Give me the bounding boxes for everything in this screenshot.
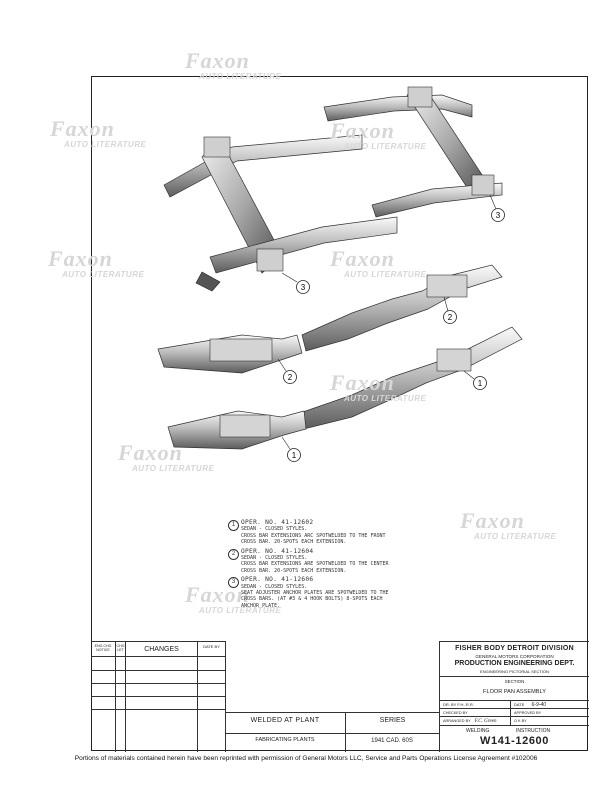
svg-text:1: 1 — [292, 451, 297, 460]
ok-by-cell: O K BY — [510, 716, 589, 725]
callout-3-left: 3 — [281, 272, 310, 294]
table-row — [91, 656, 225, 657]
operation-note: 3 OPER. NO. 41-12606 SEDAN - CLOSED STYL… — [228, 576, 458, 609]
series-label: SERIES — [345, 713, 439, 752]
callout-1-upper: 1 — [463, 370, 487, 390]
section-label: SECTION — [440, 676, 589, 684]
welded-at-plant-label: WELDED AT PLANT — [250, 717, 320, 724]
department-name: PRODUCTION ENGINEERING DEPT. — [454, 660, 575, 667]
svg-text:1: 1 — [478, 379, 483, 388]
drawing-sheet: 3 3 2 2 1 1 — [91, 76, 588, 751]
drawing-number: W141-12600 — [480, 735, 549, 747]
callout-2-upper: 2 — [443, 296, 457, 324]
assembly-name: FLOOR PAN ASSEMBLY — [483, 689, 546, 695]
table-row — [91, 670, 225, 671]
arranged-by-signature: F.C. Green — [474, 719, 497, 724]
checked-by-cell: CHECKED BY — [440, 708, 510, 716]
changes-table: ENG CHG NOTICE CHG LET CHANGES DATE BY — [91, 641, 226, 752]
front-extension-lower — [167, 410, 307, 450]
callout-1-lower: 1 — [281, 436, 301, 462]
operation-note: 1 OPER. NO. 41-12602 SEDAN - CLOSED STYL… — [228, 519, 458, 546]
eng-chg-notice-header: ENG CHG NOTICE — [94, 644, 112, 653]
table-row — [91, 696, 225, 697]
svg-text:3: 3 — [496, 211, 501, 220]
chg-let-header: CHG LET — [115, 642, 125, 752]
callout-3-right: 3 — [489, 194, 505, 222]
arranged-by-label: ARRANGED BY — [443, 719, 471, 723]
operation-notes: 1 OPER. NO. 41-12602 SEDAN - CLOSED STYL… — [228, 519, 458, 612]
title-block: FISHER BODY DETROIT DIVISION GENERAL MOT… — [439, 641, 589, 752]
front-crossbar-frame-left — [163, 134, 398, 292]
operation-note: 2 OPER. NO. 41-12604 SEDAN - CLOSED STYL… — [228, 548, 458, 575]
division-name: FISHER BODY DETROIT DIVISION — [455, 645, 574, 652]
table-row — [91, 683, 225, 684]
welding-label: WELDING — [466, 728, 490, 734]
table-row — [91, 709, 225, 710]
corporation-name: GENERAL MOTORS CORPORATION — [475, 654, 554, 659]
welding-instruction-cell: WELDING INSTRUCTION W141-12600 — [440, 725, 589, 752]
section-name: ENGINEERING PICTORIAL SECTION — [480, 669, 549, 674]
date-label: DATE — [514, 702, 525, 707]
instruction-label: INSTRUCTION — [516, 728, 551, 734]
license-footer: Portions of materials contained herein h… — [74, 755, 538, 762]
center-crossbar-lower — [157, 334, 303, 374]
svg-text:2: 2 — [448, 313, 453, 322]
front-extension-upper — [299, 326, 523, 430]
series-value: 1941 CAD. 60S — [345, 733, 439, 744]
approved-by-cell: APPROVED BY — [510, 708, 589, 716]
dr-by-cell: DR. BY F.H.-R.R. — [440, 700, 510, 708]
plant-series-block: WELDED AT PLANT FABRICATING PLANTS SERIE… — [225, 712, 439, 752]
front-crossbar-frame-right — [323, 86, 503, 218]
date-cell: DATE 6-9-40 — [510, 700, 589, 708]
date-value: 6-9-40 — [531, 702, 546, 708]
floor-pan-illustration: 3 3 2 2 1 1 — [157, 86, 523, 462]
date-by-header: DATE BY — [197, 642, 225, 752]
changes-header: CHANGES — [125, 642, 197, 752]
center-crossbar-upper — [301, 264, 503, 352]
svg-text:3: 3 — [301, 283, 306, 292]
callout-2-lower: 2 — [277, 358, 297, 384]
arranged-by-cell: ARRANGED BY F.C. Green — [440, 716, 510, 725]
fabricating-plants-label: FABRICATING PLANTS — [225, 733, 345, 743]
svg-text:2: 2 — [288, 373, 293, 382]
